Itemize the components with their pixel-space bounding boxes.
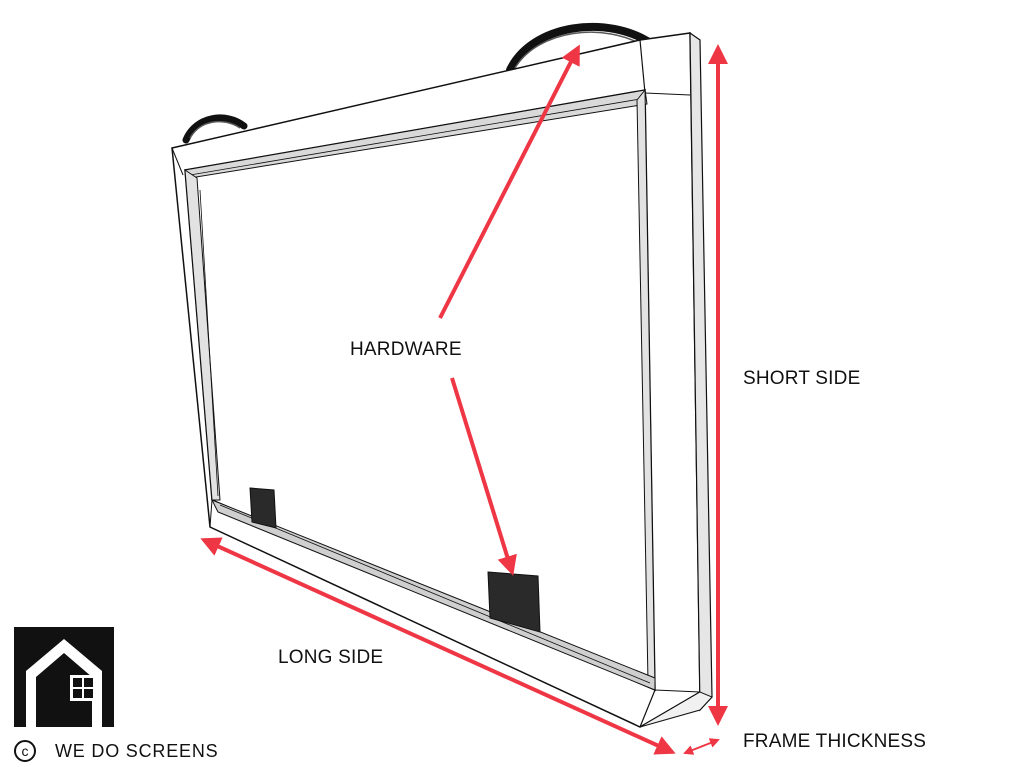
brand-footer: c WE DO SCREENS [14, 740, 218, 762]
house-icon [14, 627, 114, 727]
top-right-clip [506, 22, 656, 74]
left-channel [184, 169, 221, 501]
frame-thickness-arrow [683, 738, 720, 755]
left-channel-line [199, 189, 219, 497]
annotation-arrows [200, 44, 728, 755]
top-right-clip-highlight [514, 31, 647, 69]
long-side-arrow [200, 537, 676, 755]
frame-right-stile-line [639, 39, 646, 94]
top-left-clip [182, 114, 248, 144]
hardware-arrow-up [438, 44, 580, 319]
left-bottom-tab [249, 487, 277, 529]
long-side-label: LONG SIDE [278, 647, 384, 668]
frame-left-top-joint [171, 147, 184, 176]
hardware-label: HARDWARE [350, 339, 462, 360]
short-side-label: SHORT SIDE [743, 368, 861, 389]
screen-frame [171, 31, 713, 728]
frame-thickness-label: FRAME THICKNESS [743, 731, 927, 752]
copyright-icon: c [14, 740, 36, 762]
frame-top-joint [644, 92, 691, 96]
top-hardware-clips [182, 22, 656, 144]
frame-left-bottom-joint [209, 499, 213, 528]
top-channel-line [189, 97, 647, 176]
top-left-clip-highlight [189, 120, 241, 139]
brand-name: WE DO SCREENS [55, 740, 219, 761]
